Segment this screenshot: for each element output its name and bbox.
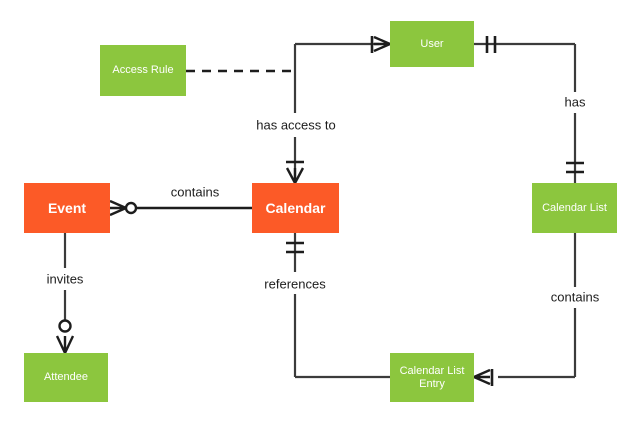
cardinality-zero-circle-event-right: [124, 201, 138, 215]
entity-user[interactable]: User: [390, 21, 474, 67]
entity-calendar-list-entry[interactable]: Calendar List Entry: [390, 353, 474, 402]
entity-calendar[interactable]: Calendar: [252, 183, 339, 233]
entity-event-label: Event: [47, 199, 87, 216]
edge-label-references: references: [261, 276, 329, 292]
cardinality-crowfoot-attendee: [55, 335, 75, 354]
cardinality-crowfoot-calendar-top: [285, 167, 305, 184]
entity-calendar-list[interactable]: Calendar List: [532, 183, 617, 233]
entity-user-label: User: [420, 37, 444, 50]
entity-calendar-list-label: Calendar List: [542, 201, 607, 214]
edge-label-invites: invites: [43, 271, 87, 287]
entity-calendar-list-entry-label-line2: Entry: [419, 377, 445, 390]
entity-access-rule-label: Access Rule: [112, 64, 174, 77]
entity-attendee-label: Attendee: [43, 371, 89, 384]
entity-access-rule[interactable]: Access Rule: [100, 45, 186, 96]
cardinality-zero-circle-attendee: [58, 319, 72, 333]
cardinality-crowfoot-event-right: [109, 199, 127, 217]
entity-attendee[interactable]: Attendee: [24, 353, 108, 402]
edge-label-has-access-to: has access to: [253, 117, 339, 133]
entity-calendar-label: Calendar: [265, 199, 326, 216]
entity-event[interactable]: Event: [24, 183, 110, 233]
edge-label-contains-calendar-list-entry: contains: [547, 289, 603, 305]
cardinality-crowfoot-entry-right: [473, 368, 491, 386]
cardinality-crowfoot-user-left: [373, 35, 391, 53]
edge-label-contains-event-calendar: contains: [167, 184, 223, 200]
entity-calendar-list-entry-label-line1: Calendar List: [399, 364, 465, 377]
edge-label-has: has: [561, 94, 589, 110]
